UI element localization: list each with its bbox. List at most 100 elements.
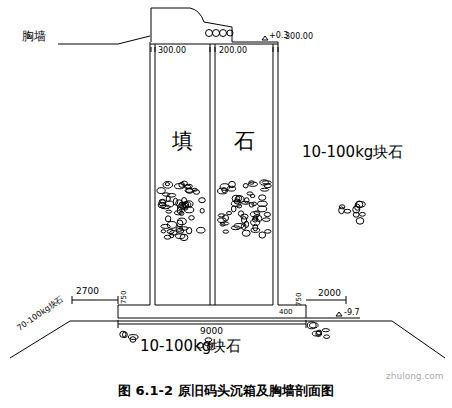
stone [166, 196, 170, 201]
stone [165, 216, 170, 222]
stone [355, 204, 360, 210]
stone [170, 231, 178, 236]
stone [184, 207, 193, 213]
stone [237, 205, 242, 208]
material-note: 70-100kg块石 [16, 295, 65, 333]
stone [157, 188, 165, 194]
dimension: 200.00 [219, 47, 247, 55]
material-note: 10-100kg块石 [140, 339, 241, 354]
stone [344, 209, 351, 213]
stone [252, 202, 257, 206]
stone [263, 218, 271, 222]
stone [130, 337, 136, 343]
stone [265, 230, 271, 234]
stone [159, 199, 166, 206]
caisson-cell: 石 [216, 45, 272, 304]
figure-caption: 图 6.1-2 原旧码头沉箱及胸墙剖面图 [118, 384, 334, 397]
stone [234, 199, 240, 204]
stone [259, 195, 266, 200]
stone [175, 184, 185, 189]
stone [247, 192, 253, 195]
leader-line [58, 36, 150, 44]
dimension: 2000 [318, 289, 341, 298]
stone [259, 232, 266, 238]
part-name: 胸墙 [22, 30, 46, 42]
stone [227, 212, 232, 215]
stone [258, 201, 268, 206]
stone [312, 331, 320, 336]
stone [242, 230, 250, 236]
dim-line [72, 296, 118, 304]
dimension: 750 [121, 291, 128, 304]
stone [220, 223, 225, 226]
stone [356, 218, 364, 225]
dimension: 300.00 [158, 47, 186, 55]
pipe-circles [206, 30, 234, 37]
fill-label: 石 [216, 131, 272, 152]
stone [310, 323, 319, 328]
stone [185, 189, 193, 193]
stone [324, 335, 330, 339]
dimension: 300.00 [285, 33, 313, 41]
stone [218, 188, 228, 194]
stone [264, 212, 270, 216]
stone [353, 212, 359, 217]
stone [165, 183, 169, 186]
stone [231, 226, 240, 230]
stone [194, 190, 200, 195]
rubble-stones [120, 180, 365, 350]
stone [242, 201, 250, 204]
stone [200, 209, 204, 214]
stone [186, 228, 191, 234]
elevation-mark [262, 36, 268, 40]
stone [180, 234, 188, 240]
stone [254, 211, 260, 215]
stone [243, 184, 248, 188]
stone [197, 227, 205, 233]
stone [178, 218, 187, 225]
material-note: 10-100kg块石 [302, 145, 403, 160]
dimension: 750 [296, 293, 303, 306]
caisson [118, 42, 306, 318]
stone [231, 206, 236, 212]
stone [237, 196, 242, 202]
stone [251, 228, 260, 232]
caisson-cell: 填 [156, 45, 209, 304]
stone [218, 214, 225, 217]
stone [120, 331, 126, 337]
stone [174, 211, 182, 215]
stone [161, 230, 165, 233]
stone [189, 216, 195, 220]
stone [229, 181, 236, 187]
stone [238, 211, 243, 217]
stone [250, 212, 259, 217]
crown-line [232, 42, 278, 43]
stone [242, 217, 247, 224]
fill-label: 填 [156, 131, 209, 152]
stone [339, 207, 345, 214]
stone [244, 198, 249, 203]
stone [307, 322, 316, 329]
watermark: zhulong.com [386, 372, 444, 381]
stone [248, 182, 257, 186]
stone [161, 224, 170, 228]
stone [166, 210, 172, 213]
stone [178, 204, 187, 210]
stone [223, 230, 229, 233]
stone [360, 212, 366, 216]
breast-wall [151, 8, 232, 42]
stone [199, 198, 206, 203]
stone [163, 181, 173, 188]
stone [322, 329, 329, 332]
stone [184, 185, 190, 188]
elevation: -9.7 [344, 309, 360, 317]
stone [184, 201, 193, 207]
stone [261, 188, 269, 191]
stone [264, 184, 271, 188]
stone [241, 224, 246, 230]
dimension: 400 [279, 309, 292, 316]
rubble-bed [10, 321, 445, 358]
dimension: 9000 [200, 327, 223, 336]
dimension: 2700 [76, 287, 99, 296]
